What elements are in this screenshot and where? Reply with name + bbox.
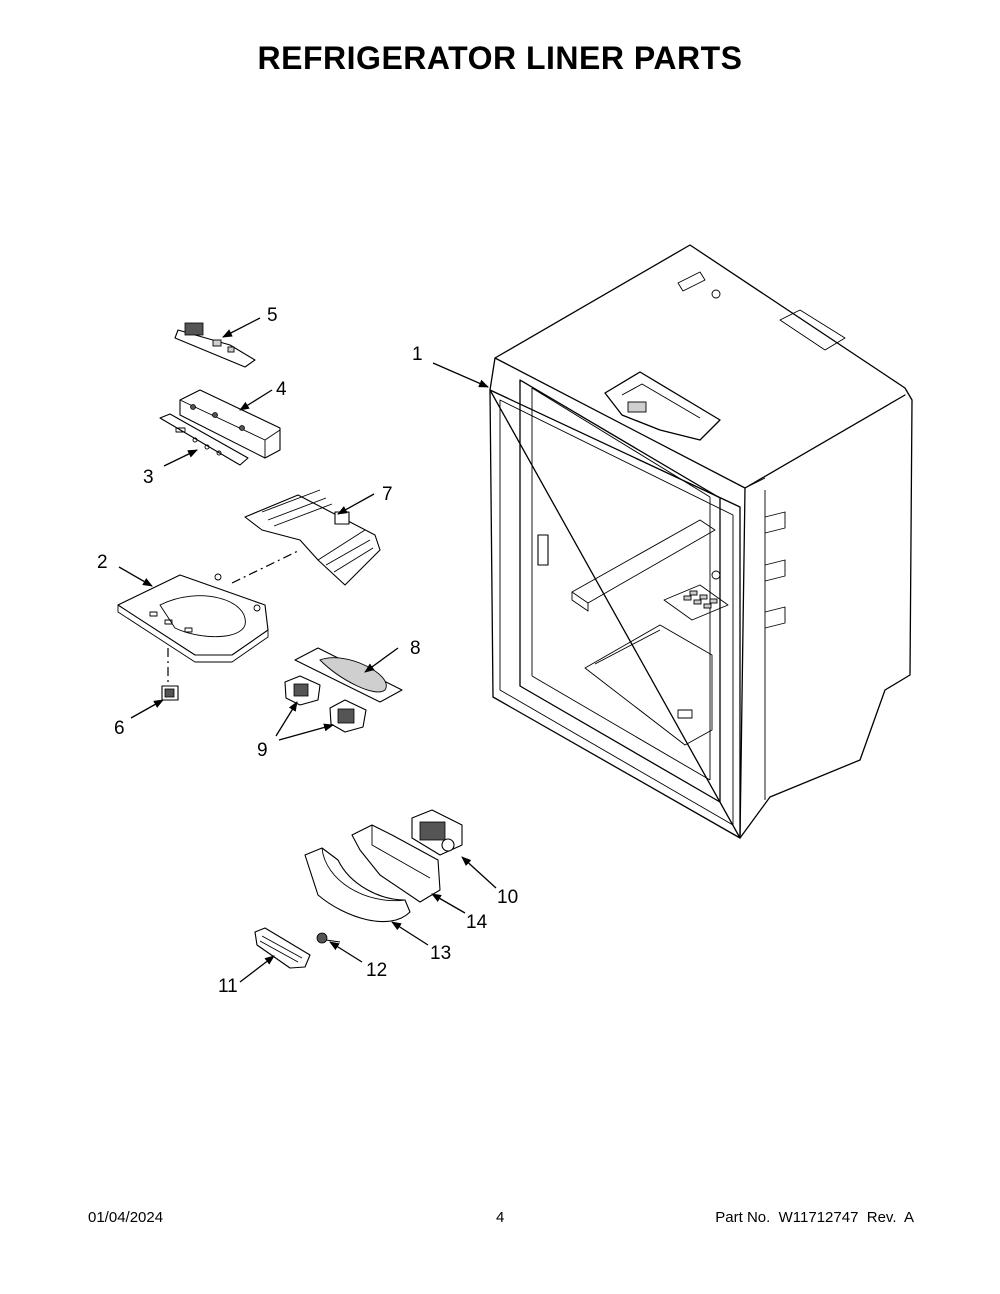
- assembly-line: [231, 549, 301, 584]
- lamp-socket: [161, 685, 179, 701]
- refrigerator-liner: [489, 244, 913, 839]
- callout-14: 14: [466, 912, 488, 933]
- lamp-housing: [351, 824, 441, 903]
- callout-1: 1: [412, 344, 423, 365]
- led-lamp-lower: [329, 699, 367, 733]
- callout-9: 9: [257, 740, 268, 761]
- control-housing: [179, 389, 281, 459]
- callout-arrows: [118, 317, 497, 983]
- trim-grille: [254, 927, 311, 969]
- callout-10: 10: [497, 887, 518, 908]
- screw: [316, 932, 341, 944]
- page-title: REFRIGERATOR LINER PARTS: [257, 40, 743, 76]
- callout-3: 3: [143, 467, 154, 488]
- callout-8: 8: [410, 638, 421, 659]
- control-board: [174, 322, 256, 368]
- light-tray: [294, 647, 403, 703]
- air-duct-cover: [244, 489, 381, 586]
- callout-4: 4: [276, 379, 287, 400]
- light-housing: [117, 573, 269, 663]
- footer-part-number: Part No. W11712747 Rev. A: [715, 1209, 914, 1226]
- diffuser-bracket: [304, 847, 411, 923]
- footer-page-number: 4: [496, 1209, 505, 1226]
- callout-labels: 1 2 3 4 5 6 7 8 9 10 11 12 13 14: [97, 305, 518, 997]
- led-lamp-upper: [284, 675, 321, 706]
- callout-13: 13: [430, 943, 451, 964]
- interface-strip: [159, 413, 249, 466]
- callout-11: 11: [218, 976, 238, 997]
- callout-12: 12: [366, 960, 387, 981]
- dispenser-module: [411, 809, 463, 856]
- callout-7: 7: [382, 484, 393, 505]
- callout-6: 6: [114, 718, 125, 739]
- footer-date: 01/04/2024: [88, 1209, 164, 1226]
- callout-5: 5: [267, 305, 278, 326]
- callout-2: 2: [97, 552, 108, 573]
